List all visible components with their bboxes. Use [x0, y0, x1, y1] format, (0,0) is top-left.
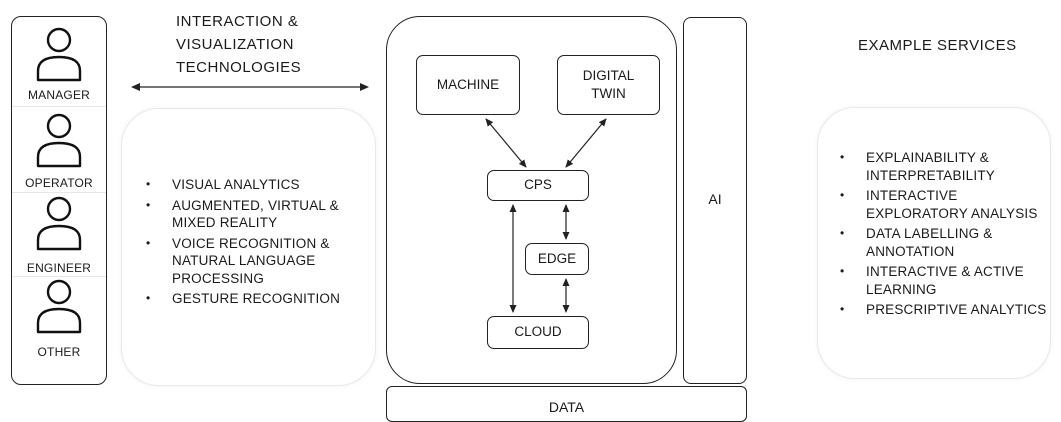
edge-node: EDGE [525, 243, 589, 275]
person-icon [35, 278, 83, 334]
ai-panel [683, 17, 747, 384]
services-heading: EXAMPLE SERVICES [858, 37, 1017, 54]
interaction-heading-line: INTERACTION & [176, 13, 299, 30]
bullet-text: AUGMENTED, VIRTUAL & [172, 197, 339, 213]
bullet-text: GESTURE RECOGNITION [172, 291, 341, 306]
role-divider [12, 106, 106, 107]
ai-label: AI [708, 191, 722, 207]
bullet-item: PRESCRIPTIVE ANALYTICS [840, 301, 1050, 319]
services-list: EXPLAINABILITY & INTERPRETABILITY INTERACT… [840, 149, 1050, 322]
edge-label: EDGE [537, 250, 577, 266]
digital-twin-node: DIGITAL TWIN [557, 55, 660, 115]
machine-node: MACHINE [416, 55, 520, 115]
person-icon [35, 26, 83, 82]
bullet-item: EXPLAINABILITY & INTERPRETABILITY [840, 149, 1050, 184]
interaction-heading-line: TECHNOLOGIES [176, 59, 302, 76]
role-divider [12, 192, 106, 193]
person-icon [35, 112, 83, 168]
digital-twin-label: TWIN [591, 86, 626, 101]
users-panel [11, 16, 107, 385]
bullet-text: ANNOTATION [866, 243, 955, 259]
bullet-item: VISUAL ANALYTICS [146, 176, 371, 194]
bullet-item: VOICE RECOGNITION & NATURAL LANGUAGE PROCE… [146, 235, 371, 288]
bullet-text: MIXED REALITY [172, 215, 278, 230]
bullet-text: PROCESSING [172, 270, 265, 286]
interaction-heading: INTERACTION & VISUALIZATION TECHNOLOGIES [176, 10, 376, 79]
bullet-text: INTERPRETABILITY [866, 167, 995, 183]
cps-node: CPS [487, 170, 589, 201]
bullet-item: DATA LABELLING & ANNOTATION [840, 225, 1050, 260]
machine-cps-arrow [485, 118, 527, 168]
role-label: OPERATOR [25, 176, 93, 190]
bullet-item: INTERACTIVE EXPLORATORY ANALYSIS [840, 187, 1050, 222]
machine-label: MACHINE [436, 76, 500, 92]
person-icon [35, 195, 83, 251]
data-label: DATA [548, 399, 585, 415]
role-label: ENGINEER [26, 261, 92, 275]
bullet-text: EXPLORATORY ANALYSIS [866, 205, 1038, 221]
bullet-item: INTERACTIVE & ACTIVE LEARNING [840, 263, 1050, 298]
bullet-text: DATA LABELLING & [866, 226, 993, 241]
cps-label: CPS [524, 177, 552, 193]
role-label: MANAGER [27, 88, 91, 102]
bullet-text: LEARNING [866, 281, 937, 297]
bullet-text: INTERACTIVE & ACTIVE [866, 264, 1024, 279]
bullet-text: EXPLAINABILITY & [866, 150, 990, 165]
role-divider [12, 276, 106, 277]
bullet-item: AUGMENTED, VIRTUAL & MIXED REALITY [146, 197, 371, 232]
interaction-arrow [131, 83, 369, 91]
bullet-text: NATURAL LANGUAGE [172, 253, 316, 268]
interaction-heading-line: VISUALIZATION [176, 36, 294, 53]
bullet-text: PRESCRIPTIVE ANALYTICS [866, 302, 1047, 317]
cloud-label: CLOUD [514, 324, 562, 340]
interaction-technologies-list: VISUAL ANALYTICS AUGMENTED, VIRTUAL & MIXE… [146, 176, 371, 311]
bullet-item: GESTURE RECOGNITION [146, 290, 371, 308]
bullet-text: VISUAL ANALYTICS [172, 177, 300, 192]
bullet-text: INTERACTIVE [866, 188, 958, 203]
bullet-text: VOICE RECOGNITION & [172, 235, 330, 251]
digital-twin-label: DIGITAL [582, 67, 635, 83]
twin-cps-arrow [565, 118, 607, 168]
cloud-node: CLOUD [487, 316, 589, 349]
role-label: OTHER [37, 345, 81, 359]
